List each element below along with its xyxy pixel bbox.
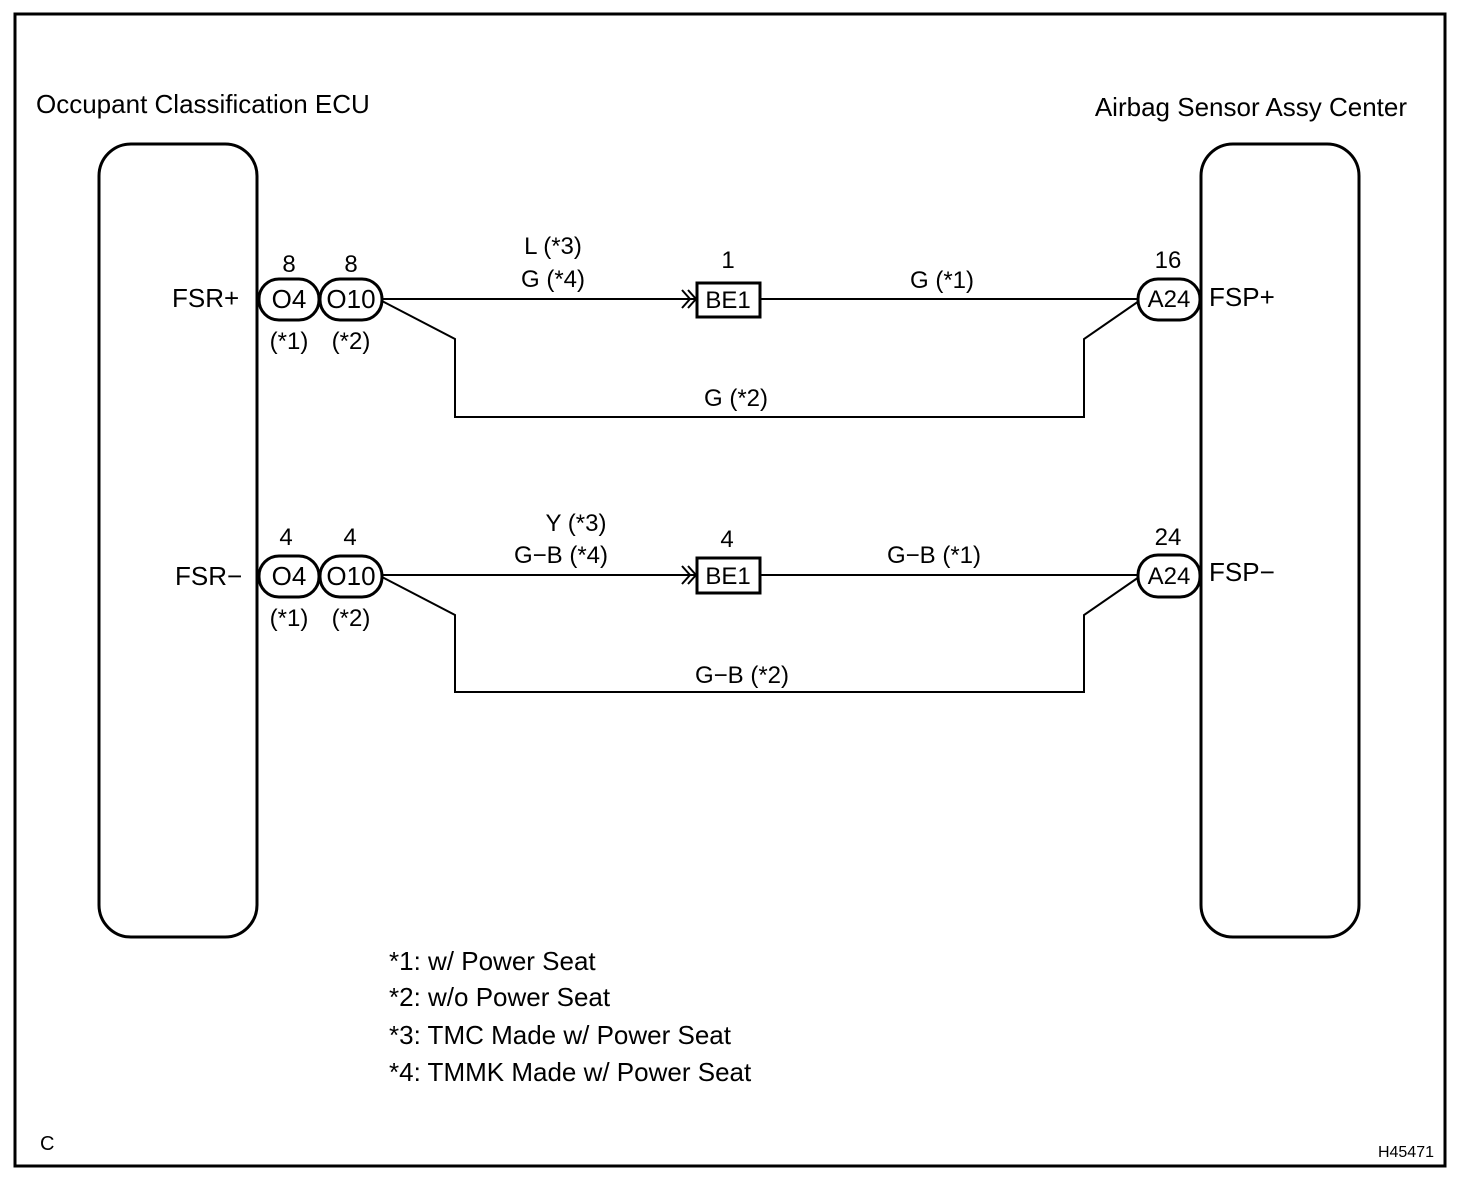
connector-label: O10 xyxy=(326,284,375,314)
connector-note: (*1) xyxy=(270,605,309,632)
wire-label: G (*1) xyxy=(910,267,974,294)
connector-label: O4 xyxy=(272,561,307,591)
wire-arrow xyxy=(681,289,692,309)
connector-a24 xyxy=(1136,553,1202,599)
figure-code: C xyxy=(40,1133,54,1155)
right-ecu-title: Airbag Sensor Assy Center xyxy=(1095,92,1407,122)
circuit-top: FSR+ FSP+ 8 O4 (*1) 8 O10 (*2) L (*3) G … xyxy=(172,233,1275,418)
pin-number: 24 xyxy=(1155,524,1182,551)
wire-label: L (*3) xyxy=(524,233,582,260)
wire-label: G−B (*1) xyxy=(887,542,981,569)
pin-number: 4 xyxy=(720,526,733,553)
terminal-fsr-minus: FSR− xyxy=(175,561,242,591)
circuit-bottom: FSR− FSP− 4 O4 (*1) 4 O10 (*2) Y (*3) G−… xyxy=(175,510,1275,693)
wire-label: G−B (*4) xyxy=(514,542,608,569)
wire-label: G (*2) xyxy=(704,385,768,412)
wire-label: G−B (*2) xyxy=(695,662,789,689)
figure-id: H45471 xyxy=(1378,1144,1434,1161)
legend-item: *1: w/ Power Seat xyxy=(389,946,596,976)
pin-number: 1 xyxy=(721,247,734,274)
connector-label: BE1 xyxy=(705,287,750,314)
wire-arrow xyxy=(681,565,692,585)
pin-number: 4 xyxy=(343,524,356,551)
diagram-frame xyxy=(13,12,1447,1168)
terminal-fsp-plus: FSP+ xyxy=(1209,282,1275,312)
pin-number: 8 xyxy=(344,251,357,278)
connector-o10 xyxy=(318,554,384,599)
left-ecu-title: Occupant Classification ECU xyxy=(36,89,370,119)
connector-label: A24 xyxy=(1148,563,1191,590)
connector-label: O4 xyxy=(272,284,307,314)
legend-item: *3: TMC Made w/ Power Seat xyxy=(389,1020,732,1050)
connector-a24 xyxy=(1136,277,1202,322)
connector-label: A24 xyxy=(1148,286,1191,313)
legend: *1: w/ Power Seat *2: w/o Power Seat *3:… xyxy=(389,946,752,1087)
connector-label: O10 xyxy=(326,561,375,591)
wire-label: G (*4) xyxy=(521,266,585,293)
legend-item: *2: w/o Power Seat xyxy=(389,982,611,1012)
terminal-fsp-minus: FSP− xyxy=(1209,557,1275,587)
connector-note: (*1) xyxy=(270,328,309,355)
pin-number: 4 xyxy=(279,524,292,551)
pin-number: 8 xyxy=(282,251,295,278)
connector-note: (*2) xyxy=(332,605,371,632)
right-ecu-box xyxy=(1199,142,1361,939)
terminal-fsr-plus: FSR+ xyxy=(172,283,239,313)
bypass-wire xyxy=(381,300,1140,418)
wire-label: Y (*3) xyxy=(546,510,607,537)
bypass-wire xyxy=(381,576,1140,693)
left-ecu-box xyxy=(97,142,259,939)
connector-note: (*2) xyxy=(332,328,371,355)
pin-number: 16 xyxy=(1155,247,1182,274)
connector-label: BE1 xyxy=(705,563,750,590)
legend-item: *4: TMMK Made w/ Power Seat xyxy=(389,1057,752,1087)
